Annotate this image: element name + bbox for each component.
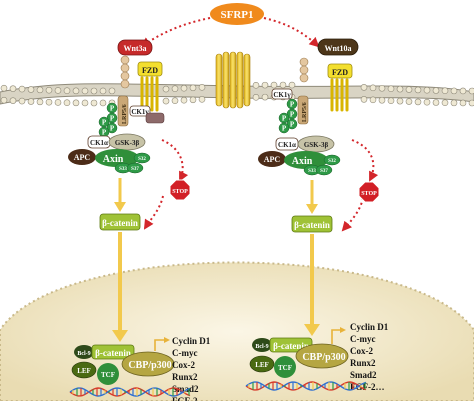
right-fzd-label: FZD (332, 68, 348, 77)
left-dvl-box (145, 112, 165, 124)
right-lef-label: LEF (255, 361, 269, 369)
target-gene: Runx2 (172, 372, 198, 382)
right-s32: S32 (328, 159, 336, 164)
right-lrp-label: LRP5/6 (302, 102, 308, 122)
right-beta-catenin-cyto (291, 215, 333, 233)
left-stop-sign (169, 179, 191, 201)
right-stop-sign (358, 181, 380, 203)
phospho-p-label: P (282, 115, 287, 123)
phospho-p-label: P (282, 125, 287, 133)
right-gsk-label: GSK-3β (304, 141, 329, 149)
right-target-genes: Cyclin D1 C-mycCox-2Runx2Smad2FGF-2… (350, 322, 389, 392)
target-gene: Cyclin D1 (350, 322, 389, 332)
right-apc-label: APC (264, 155, 281, 164)
target-gene: Runx2 (350, 358, 376, 368)
left-s32: S32 (138, 157, 146, 162)
left-apc-label: APC (74, 153, 91, 162)
phospho-p-label: P (110, 105, 115, 113)
target-gene: C-myc (172, 348, 198, 358)
target-gene: Smad2 (172, 384, 199, 394)
right-beta-catenin-cyto-label: β-catenin (294, 220, 330, 230)
left-beta-catenin-nuc-label: β-catenin (95, 348, 131, 358)
right-dna (245, 381, 367, 391)
phospho-p-label: P (110, 115, 115, 123)
right-ck1g-label: CK1γ (273, 91, 291, 99)
left-s33: S33 (119, 167, 127, 172)
left-gsk-label: GSK-3β (115, 139, 140, 147)
left-ck1a-label: CK1α (90, 139, 108, 147)
phospho-p-label: P (290, 121, 295, 129)
phospho-p-label: P (102, 129, 107, 137)
left-beta-catenin-cyto (99, 213, 141, 231)
left-stop-label: STOP (172, 189, 188, 195)
phospho-p-label: P (102, 119, 107, 127)
left-tcf-label: TCF (101, 371, 115, 379)
left-dna (69, 387, 191, 397)
right-s33: S33 (308, 169, 316, 174)
wnt10a-label: Wnt10a (324, 44, 351, 53)
left-target-genes: Cyclin D1 C-mycCox-2Runx2Smad2FGF-2… (172, 336, 211, 401)
right-ck1a-label: CK1α (278, 141, 296, 149)
right-bcl9 (252, 338, 272, 352)
right-stop-label: STOP (361, 191, 377, 197)
right-s37: S37 (320, 169, 328, 174)
left-beta-catenin-cyto-label: β-catenin (102, 218, 138, 228)
right-bcl9-label: Bcl-9 (255, 344, 268, 350)
right-beta-catenin-nuc-label: β-catenin (273, 341, 309, 351)
right-cbp-label: CBP/p300 (302, 352, 345, 363)
sfrp1-node: SFRP1 (210, 3, 264, 25)
target-gene: Cox-2 (172, 360, 195, 370)
left-cbp-label: CBP/p300 (128, 360, 171, 371)
left-ck1g-label: CK1γ (131, 108, 149, 116)
phospho-p-label: P (290, 101, 295, 109)
target-gene: FGF-2… (350, 382, 385, 392)
right-tcf-label: TCF (278, 364, 292, 372)
phospho-p-label: P (110, 125, 115, 133)
target-gene: C-myc (350, 334, 376, 344)
target-gene: Cox-2 (350, 346, 373, 356)
wnt3a-label: Wnt3a (123, 44, 146, 53)
sfrp1-inhibit-right (263, 17, 320, 48)
left-s37: S37 (131, 167, 139, 172)
target-gene: Cyclin D1 (172, 336, 211, 346)
target-gene: FGF-2… (172, 396, 207, 401)
right-axin-label: Axin (292, 156, 313, 167)
membrane-channel (215, 51, 251, 109)
left-lef-label: LEF (77, 367, 91, 375)
left-fzd-label: FZD (142, 66, 158, 75)
left-bcl9 (74, 345, 94, 359)
phospho-p-label: P (290, 111, 295, 119)
target-gene: Smad2 (350, 370, 377, 380)
nucleus (0, 261, 474, 401)
left-lrp-label: LRP5/6 (122, 104, 128, 124)
left-axin-label: Axin (103, 154, 124, 165)
left-bcl9-label: Bcl-9 (77, 351, 90, 357)
sfrp1-inhibit-left (140, 17, 211, 48)
phospho-p (278, 122, 290, 134)
sfrp1-label: SFRP1 (221, 9, 254, 21)
